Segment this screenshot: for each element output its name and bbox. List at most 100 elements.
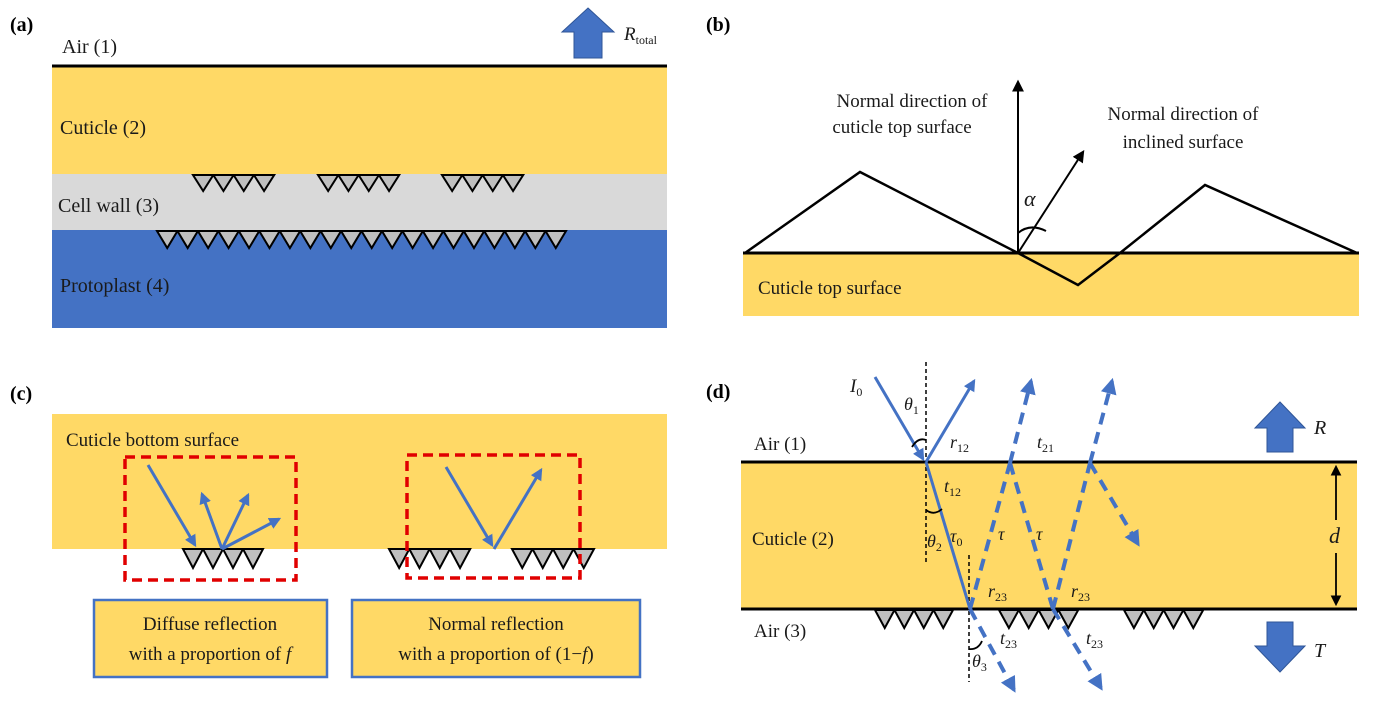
diffuse-caption-box <box>92 598 329 679</box>
roughness-triangle <box>441 230 466 250</box>
cell-wall-3-label: Cell wall (3) <box>58 195 159 217</box>
roughness-triangle <box>482 230 507 250</box>
t21-label: t21 <box>1037 432 1054 455</box>
inclined-normal-arrow-icon <box>1017 149 1085 254</box>
cuticle-bottom-surface-label: Cuticle bottom surface <box>66 430 239 451</box>
roughness-triangle <box>277 230 302 250</box>
bottom-roughness <box>873 609 1205 631</box>
roughness-triangle <box>298 230 323 250</box>
dashed-ray-continue <box>1088 461 1140 547</box>
normal-caption-line1: Normal reflection <box>428 614 564 635</box>
roughness-triangle <box>252 174 277 193</box>
roughness-triangle <box>380 230 405 250</box>
panel-c: (c) Cuticle bottom surface Diffuse refle… <box>10 383 667 679</box>
reflected-ray-r12 <box>924 378 976 463</box>
roughness-triangle <box>216 230 241 250</box>
air-3-label-d: Air (3) <box>754 621 806 642</box>
roughness-triangle <box>1181 609 1205 631</box>
diffuse-incident-ray <box>146 464 197 548</box>
roughness-triangle <box>201 548 225 571</box>
tau-label-1: τ <box>998 524 1005 544</box>
cuticle-top-surface-label: Cuticle top surface <box>758 278 902 299</box>
roughness-triangle <box>181 548 205 571</box>
diffuse-caption-line2: with a proportion of f <box>129 644 294 665</box>
refracted-ray-t12 <box>924 461 972 610</box>
panel-b: (b) α Normal direction of cuticle top su… <box>706 14 1359 316</box>
panel-a: (a) Air (1) Cuticle (2) Cell wall (3) Pr… <box>10 7 667 328</box>
transmittance-t-label: T <box>1314 640 1327 662</box>
roughness-triangle <box>241 548 265 571</box>
roughness-triangle <box>387 548 411 571</box>
valley-roughness <box>1017 251 1121 287</box>
roughness-triangle <box>571 548 596 571</box>
t23-label-1: t23 <box>1000 628 1017 651</box>
roughness-triangle <box>1017 609 1041 631</box>
roughness-triangle <box>1142 609 1166 631</box>
alpha-label: α <box>1024 186 1036 211</box>
dashed-ray-tau-down <box>1008 462 1055 610</box>
roughness-triangle <box>427 548 452 571</box>
reflectance-arrow-icon <box>1253 401 1307 453</box>
roughness-triangle <box>510 548 535 571</box>
diffuse-caption-line1: Diffuse reflection <box>143 614 278 635</box>
cuticle-2-region <box>741 462 1357 609</box>
dashed-ray-t21-out-1 <box>1008 377 1036 464</box>
roughness-triangle <box>237 230 262 250</box>
theta1-arc <box>911 438 927 448</box>
alpha-angle-arc <box>1017 226 1047 234</box>
r-total-arrow-icon <box>560 7 616 59</box>
roughness-triangle <box>551 548 576 571</box>
roughness-triangle <box>523 230 548 250</box>
roughness-triangle <box>211 174 236 193</box>
incident-i0-label: I0 <box>849 376 862 399</box>
roughness-triangle <box>421 230 446 250</box>
roughness-triangle <box>480 174 505 193</box>
normal-caption-line2: with a proportion of (1−f) <box>398 644 593 665</box>
panel-d-tag: (d) <box>706 381 730 403</box>
roughness-triangle <box>316 174 341 193</box>
diffuse-reflected-ray-1 <box>199 491 224 550</box>
cuticle-layer <box>52 66 667 174</box>
r-total-label: Rtotal <box>623 24 658 47</box>
normal-inclined-label-line1: Normal direction of <box>1108 104 1260 125</box>
normal-top-label-line2: cuticle top surface <box>832 117 971 138</box>
dashed-ray-r23-up-2 <box>1051 462 1092 610</box>
roughness-triangle <box>407 548 432 571</box>
roughness-triangle <box>502 230 527 250</box>
roughness-triangle <box>336 174 361 193</box>
reflectance-r-label: R <box>1313 417 1326 439</box>
tau-label-2: τ <box>1036 524 1043 544</box>
roughness-triangle <box>892 609 916 631</box>
roughness-triangle <box>359 230 384 250</box>
cuticle-bottom-region <box>52 414 667 549</box>
normal-incident-ray <box>444 466 494 548</box>
dashed-ray-t23-out-2 <box>1051 607 1103 691</box>
cuticle-2-label-d: Cuticle (2) <box>752 529 834 550</box>
theta3-arc <box>968 640 983 650</box>
roughness-triangle <box>356 174 381 193</box>
roughness-triangle <box>339 230 364 250</box>
panel-a-tag: (a) <box>10 14 33 36</box>
roughness-triangle <box>175 230 200 250</box>
r23-label-2: r23 <box>1071 581 1090 604</box>
cuticle-bottom-roughness <box>181 548 596 571</box>
cuticle-2-label: Cuticle (2) <box>60 117 146 139</box>
roughness-triangle <box>461 230 486 250</box>
tau0-label: τ0 <box>950 526 962 549</box>
panel-c-tag: (c) <box>10 383 32 405</box>
normal-reflected-ray <box>492 467 543 550</box>
roughness-triangle <box>1161 609 1186 631</box>
theta1-label: θ1 <box>904 394 919 417</box>
dashed-ray-t21-out-2 <box>1088 377 1117 464</box>
roughness-triangle <box>1056 609 1080 631</box>
roughness-triangle <box>997 609 1021 631</box>
panel-d: (d) Air (1) Cuticle (2) Air (3) <box>706 362 1357 693</box>
roughness-triangle <box>448 548 472 571</box>
roughness-triangle <box>231 174 256 193</box>
diffuse-reflected-ray-2 <box>220 492 250 550</box>
dashed-ray-r23-up-1 <box>968 462 1012 610</box>
roughness-triangle <box>1036 609 1061 631</box>
roughness-triangle <box>1122 609 1146 631</box>
air-1-label-d: Air (1) <box>754 434 806 455</box>
